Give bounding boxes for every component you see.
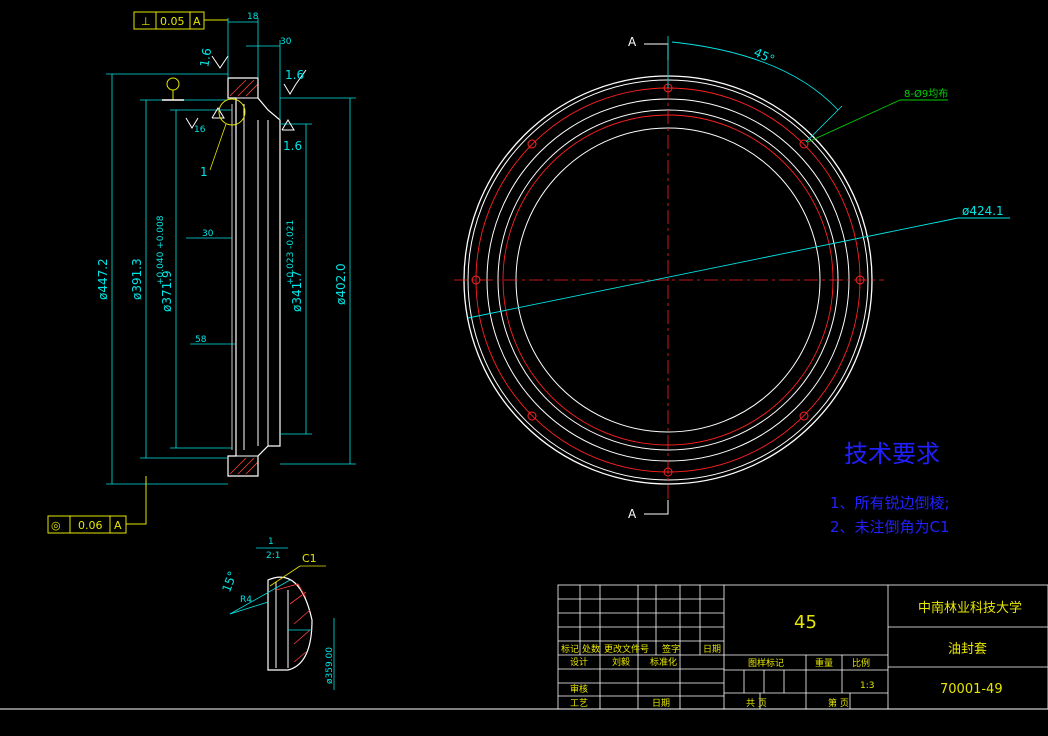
tb-hdr-change: 更改文件号 bbox=[604, 643, 649, 655]
tech-line-1: 1、所有锐边倒棱; bbox=[830, 494, 950, 512]
fcf-bottom-datum: A bbox=[114, 519, 122, 532]
fcf-top-symbol: ⊥ bbox=[141, 15, 151, 28]
dim-30b: 30 bbox=[202, 229, 214, 239]
front-view: A A 45° 8-Ø9均布 ø424.1 bbox=[454, 35, 1010, 521]
dim-30: 30 bbox=[280, 37, 292, 47]
dim-d371-tol: +0.040 +0.008 bbox=[156, 215, 166, 285]
tb-hdr-count: 处数 bbox=[582, 643, 600, 655]
fcf-bottom-value: 0.06 bbox=[78, 519, 103, 532]
detail-view: 1 2:1 15° R4 C1 ø359.00 bbox=[219, 537, 335, 690]
tb-design: 设计 bbox=[570, 656, 588, 668]
dim-d424: ø424.1 bbox=[962, 204, 1004, 218]
tb-process: 工艺 bbox=[570, 698, 588, 709]
tb-scale: 比例 bbox=[852, 657, 870, 669]
dim-d447: ø447.2 bbox=[96, 258, 110, 300]
holes-note: 8-Ø9均布 bbox=[904, 88, 948, 100]
tech-line-2: 2、未注倒角为C1 bbox=[830, 518, 950, 536]
detail-scale-bottom: 2:1 bbox=[266, 551, 280, 561]
tb-hdr-sign: 签字 bbox=[662, 643, 680, 655]
dim-18: 18 bbox=[247, 12, 259, 22]
tech-title: 技术要求 bbox=[844, 440, 940, 468]
tb-stage-mark: 图样标记 bbox=[748, 657, 784, 669]
dim-d341-tol: +0.023 -0.021 bbox=[286, 220, 296, 285]
tb-part-name: 油封套 bbox=[948, 641, 987, 657]
detail-diameter: ø359.00 bbox=[325, 647, 335, 684]
angle-45: 45° bbox=[752, 45, 777, 67]
fcf-top-value: 0.05 bbox=[160, 15, 185, 28]
tb-drawing-number: 70001-49 bbox=[940, 682, 1003, 697]
technical-requirements: 技术要求 1、所有锐边倒棱; 2、未注倒角为C1 bbox=[830, 440, 950, 536]
tb-material: 45 bbox=[794, 612, 817, 633]
tb-standard: 标准化 bbox=[650, 656, 677, 668]
title-block-text: 标记 处数 更改文件号 签字 日期 设计 刘毅 标准化 审核 工艺 日期 45 … bbox=[561, 600, 1022, 709]
roughness-3: 1.6 bbox=[283, 139, 302, 153]
dim-16: 16 bbox=[194, 125, 206, 135]
dim-d341: ø341.7 bbox=[290, 270, 304, 312]
tb-organization: 中南林业科技大学 bbox=[918, 600, 1022, 616]
tb-designer: 刘毅 bbox=[612, 656, 630, 668]
detail-chamfer: C1 bbox=[302, 552, 317, 565]
tb-sheet-total: 共 页 bbox=[746, 698, 767, 709]
fcf-top-datum: A bbox=[193, 15, 201, 28]
tb-weight: 重量 bbox=[815, 657, 833, 669]
side-section-view: ø447.2 ø391.3 ø371.9 +0.040 +0.008 ø341.… bbox=[47, 11, 356, 534]
detail-radius: R4 bbox=[240, 595, 252, 605]
tb-date: 日期 bbox=[652, 698, 670, 709]
detail-scale-top: 1 bbox=[268, 537, 274, 547]
dim-d391: ø391.3 bbox=[130, 258, 144, 300]
dim-d402: ø402.0 bbox=[334, 263, 348, 305]
dim-58: 58 bbox=[195, 335, 207, 345]
fcf-bottom-symbol: ◎ bbox=[51, 519, 61, 532]
section-label-bottom: A bbox=[628, 507, 637, 521]
bolt-holes bbox=[471, 83, 865, 477]
detail-callout-number: 1 bbox=[200, 165, 208, 179]
roughness-1: 1.6 bbox=[197, 47, 214, 68]
section-label-top: A bbox=[628, 35, 637, 49]
detail-angle: 15° bbox=[219, 569, 239, 594]
roughness-2: 1.6 bbox=[285, 68, 304, 82]
dim-d371: ø371.9 bbox=[160, 270, 174, 312]
tb-sheet-no: 第 页 bbox=[828, 697, 849, 709]
tb-hdr-date: 日期 bbox=[703, 644, 721, 655]
tb-scale-value: 1:3 bbox=[860, 681, 874, 691]
title-block bbox=[557, 584, 1048, 710]
tb-hdr-mark: 标记 bbox=[561, 643, 579, 655]
tb-review: 审核 bbox=[570, 683, 588, 695]
